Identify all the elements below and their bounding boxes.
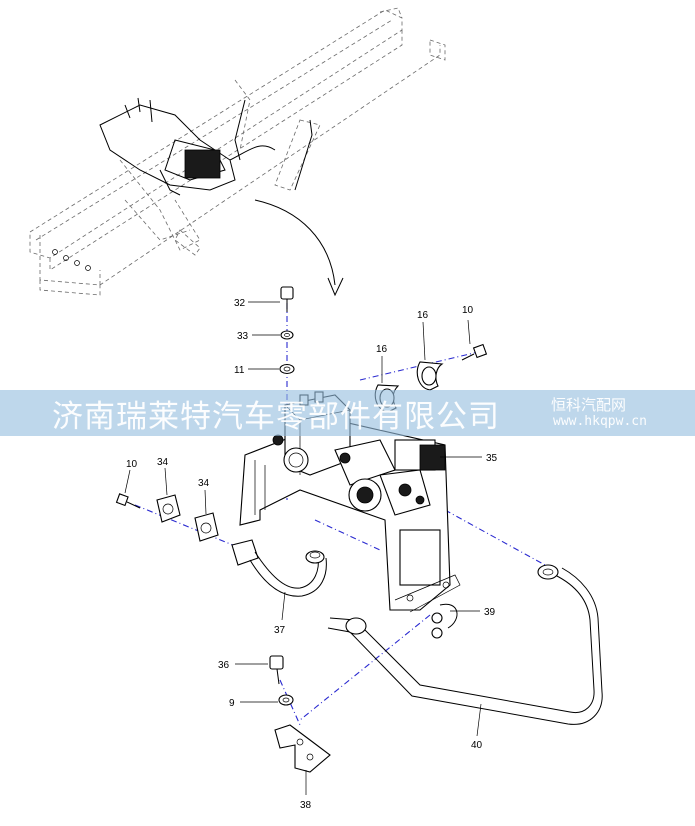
bolt-36 (269, 655, 284, 685)
callout-36: 36 (218, 660, 230, 671)
callout-10-lower: 10 (126, 459, 138, 470)
callout-11: 11 (234, 365, 245, 376)
watermark-company-name: 济南瑞莱特汽车零部件有限公司 (52, 399, 500, 435)
watermark-brand: 恒科汽配网 (551, 396, 627, 414)
clamp-34-right (194, 512, 219, 542)
callout-39: 39 (484, 607, 496, 618)
leader-lines (124, 301, 482, 795)
washer-11 (279, 363, 295, 375)
callout-37: 37 (274, 625, 286, 636)
callout-16-right: 16 (417, 310, 429, 321)
callout-34-left: 34 (157, 457, 169, 468)
chassis-frame (29, 7, 446, 296)
callout-40: 40 (471, 740, 483, 751)
callout-33: 33 (237, 331, 249, 342)
callout-34-right: 34 (198, 478, 210, 489)
callout-10-upper: 10 (462, 305, 474, 316)
bolt-32 (280, 286, 294, 312)
washer-11-hole (283, 366, 291, 372)
washer-9-hole (282, 697, 290, 703)
bolt-10-lower (115, 493, 141, 509)
callout-32: 32 (234, 298, 246, 309)
clamp-16-right (416, 361, 444, 391)
banjo-fitting-39 (431, 603, 458, 639)
bolt-10-upper (461, 343, 488, 361)
washer-33-hole (284, 333, 290, 337)
clamp-34-left (156, 494, 181, 523)
watermark-url: www.hkqpw.cn (553, 414, 647, 429)
pipe-40 (327, 564, 603, 725)
callout-35: 35 (486, 453, 498, 464)
view-direction-arrow (254, 199, 344, 297)
callout-labels: 32 33 11 16 16 10 35 10 34 34 37 39 36 9… (126, 298, 498, 811)
callout-9: 9 (229, 698, 235, 709)
callout-16-left: 16 (376, 344, 388, 355)
bracket-38 (274, 724, 331, 773)
washer-33 (280, 330, 294, 340)
callout-38: 38 (300, 800, 312, 811)
washer-9 (278, 694, 294, 706)
solenoid-valve (334, 439, 446, 516)
pipe-37 (231, 539, 327, 597)
watermark-band (0, 390, 695, 436)
